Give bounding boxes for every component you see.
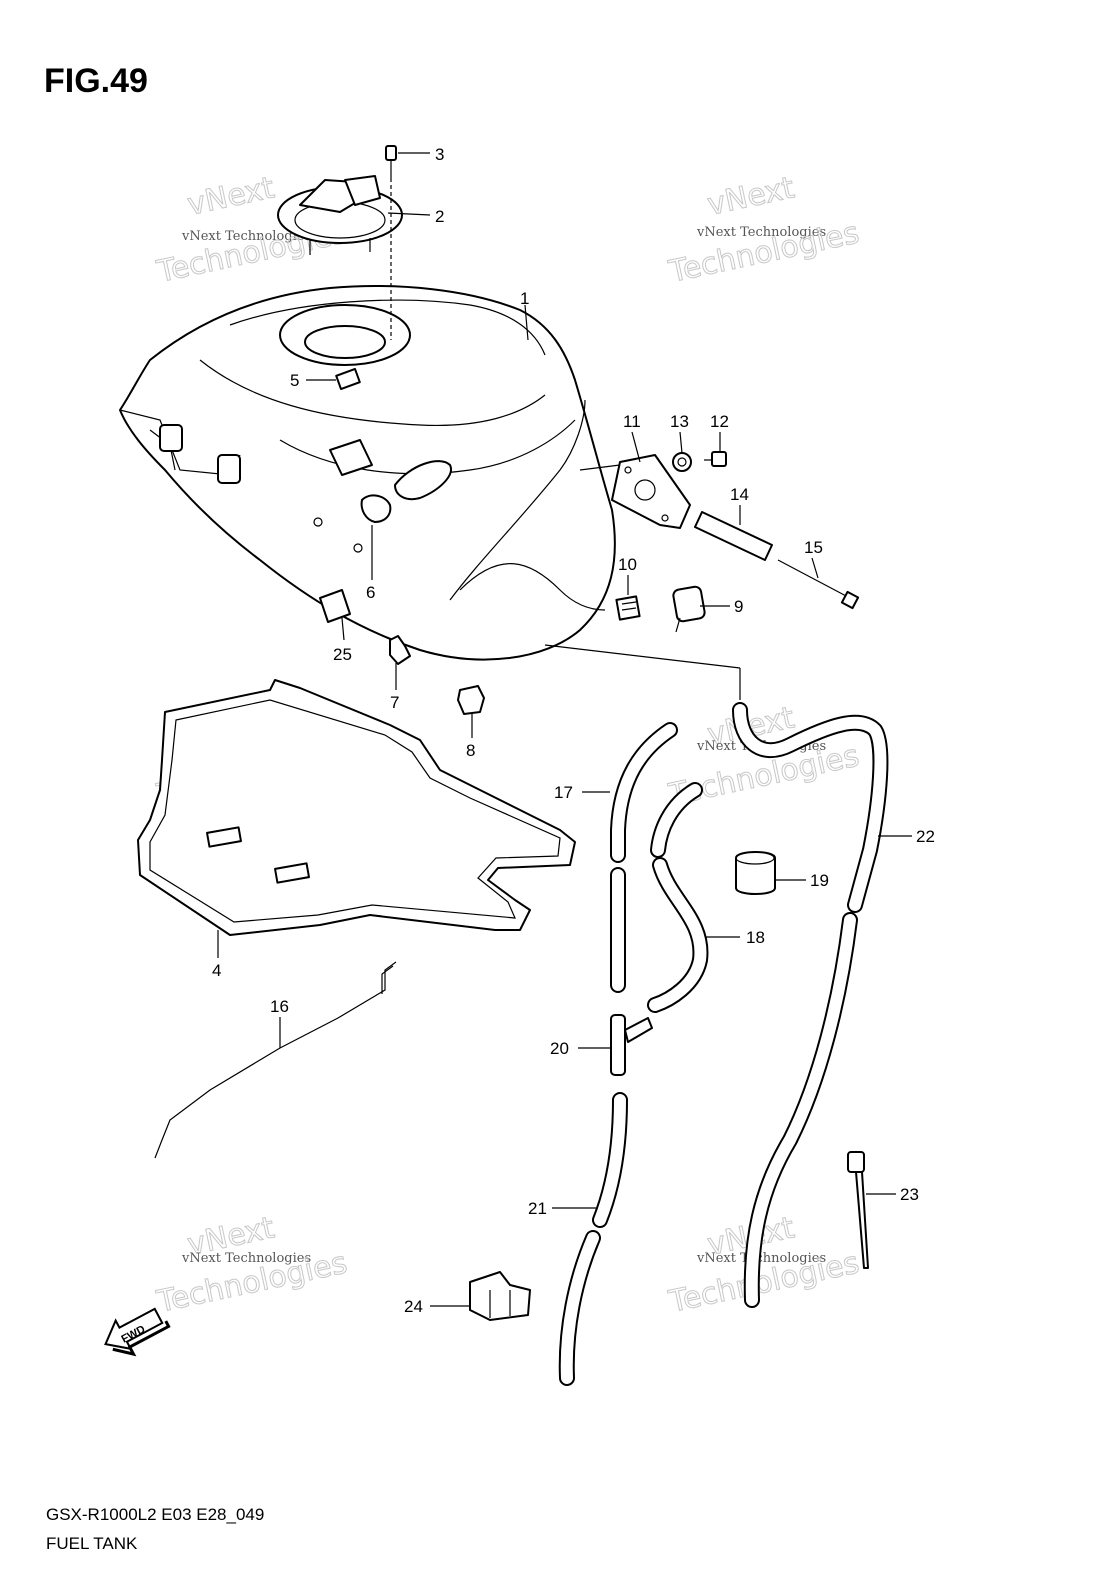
callout-13: 13	[670, 412, 689, 431]
watermark-line1: vNext	[704, 170, 797, 223]
callout-24: 24	[404, 1297, 423, 1316]
part-16-rod[interactable]	[154, 961, 397, 1159]
callout-12: 12	[710, 412, 729, 431]
callout-4: 4	[212, 961, 221, 980]
callout-21: 21	[528, 1199, 547, 1218]
callout-14: 14	[730, 485, 749, 504]
part-4-tank-mat[interactable]	[137, 679, 576, 936]
callout-19: 19	[810, 871, 829, 890]
forward-label: FWD	[120, 1323, 148, 1345]
watermark-small: vNext Technologies	[696, 225, 826, 240]
callout-5: 5	[290, 371, 299, 390]
callout-17: 17	[554, 783, 573, 802]
part-9-sensor[interactable]	[672, 585, 706, 633]
callout-15: 15	[804, 538, 823, 557]
watermark-line1: vNext	[184, 170, 277, 223]
part-6-cushion[interactable]	[360, 494, 392, 523]
part-11-bracket[interactable]	[611, 454, 691, 529]
callout-6: 6	[366, 583, 375, 602]
part-25-label[interactable]	[319, 589, 351, 623]
part-3-screw[interactable]	[385, 145, 397, 340]
section-name: FUEL TANK	[46, 1534, 138, 1553]
figure-title: FIG.49	[44, 62, 148, 100]
part-19-sleeve[interactable]	[735, 851, 776, 895]
callout-10: 10	[618, 555, 637, 574]
part-17-hose[interactable]	[610, 722, 678, 993]
callout-18: 18	[746, 928, 765, 947]
part-23-tie[interactable]	[847, 1151, 869, 1269]
callout-7: 7	[390, 693, 399, 712]
watermark-small: vNext Technologies	[181, 1251, 311, 1266]
part-12-bolt[interactable]	[704, 451, 727, 467]
leader-lines	[217, 152, 912, 1307]
watermark-small: vNext Technologies	[181, 229, 311, 244]
part-2-fuel-cap[interactable]	[277, 175, 403, 255]
part-15-bolt[interactable]	[777, 559, 860, 610]
part-10-filter[interactable]	[615, 595, 641, 621]
callout-11: 11	[623, 412, 641, 431]
part-7-clip[interactable]	[389, 635, 411, 665]
part-24-clamp[interactable]	[469, 1271, 531, 1321]
part-18-hose[interactable]	[647, 782, 709, 1013]
part-22-hose[interactable]	[732, 702, 889, 1308]
callout-8: 8	[466, 741, 475, 760]
callout-9: 9	[734, 597, 743, 616]
watermark-bottom-left: vNext vNext Technologies Technologies	[153, 1210, 351, 1321]
watermark-small: vNext Technologies	[696, 1251, 826, 1266]
part-20-joint[interactable]	[610, 1014, 653, 1076]
callout-16: 16	[270, 997, 289, 1016]
callout-labels: 1 2 3 4 5 6 7 8 9 10 11 12 13 14 15 16 1…	[212, 145, 935, 1316]
part-8-cushion[interactable]	[457, 685, 485, 715]
callout-2: 2	[435, 207, 444, 226]
callout-3: 3	[435, 145, 444, 164]
part-14-sleeve[interactable]	[694, 511, 773, 561]
part-21-hose[interactable]	[558, 1092, 628, 1386]
callout-20: 20	[550, 1039, 569, 1058]
part-5-label[interactable]	[335, 368, 361, 390]
callout-25: 25	[333, 645, 352, 664]
callout-23: 23	[900, 1185, 919, 1204]
forward-arrow-shape	[104, 1307, 171, 1357]
watermark-top-right: vNext vNext Technologies Technologies	[665, 170, 863, 291]
part-1-fuel-tank[interactable]	[119, 285, 621, 661]
model-code: GSX-R1000L2 E03 E28_049	[46, 1505, 265, 1524]
part-13-nut[interactable]	[672, 452, 692, 472]
callout-22: 22	[916, 827, 935, 846]
callout-1: 1	[520, 289, 529, 308]
